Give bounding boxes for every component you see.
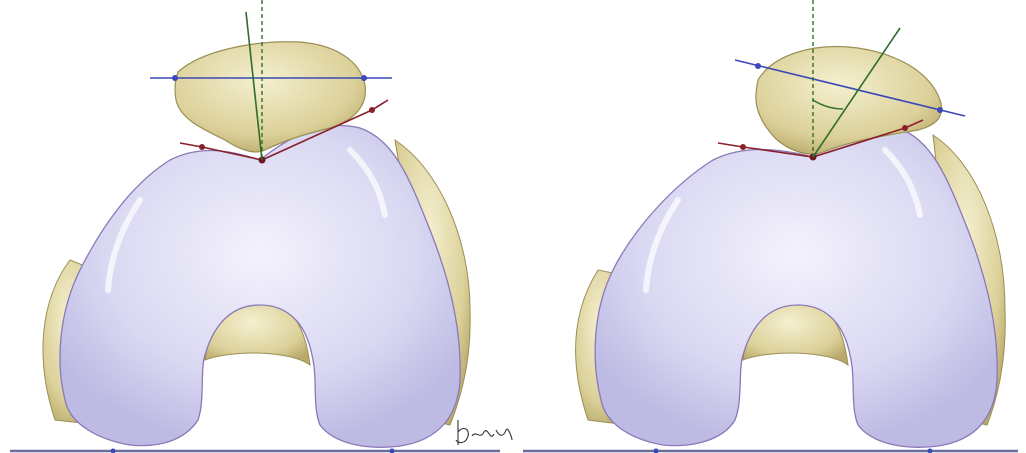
right-panel-tilted-patella <box>513 0 1026 453</box>
femur-cartilage <box>595 125 997 447</box>
baseline-point-medial <box>390 449 395 453</box>
knee-diagram-right <box>513 0 1026 453</box>
femur-cartilage <box>60 126 460 448</box>
patella-axis-point-lateral <box>755 63 761 69</box>
patella-axis-point-lateral <box>172 75 178 81</box>
baseline-point-medial <box>928 449 933 453</box>
trochlear-point-lateral <box>740 144 746 150</box>
trochlear-point-medial <box>902 125 908 131</box>
artist-signature <box>456 420 512 445</box>
patella-axis-point-medial <box>361 75 367 81</box>
left-panel-normal-patella <box>0 0 513 453</box>
patella-axis-point-medial <box>937 107 943 113</box>
trochlear-point-lateral <box>199 144 205 150</box>
baseline-point-lateral <box>111 449 116 453</box>
baseline-point-lateral <box>654 449 659 453</box>
trochlear-point-medial <box>369 107 375 113</box>
knee-diagram-left <box>0 0 513 453</box>
